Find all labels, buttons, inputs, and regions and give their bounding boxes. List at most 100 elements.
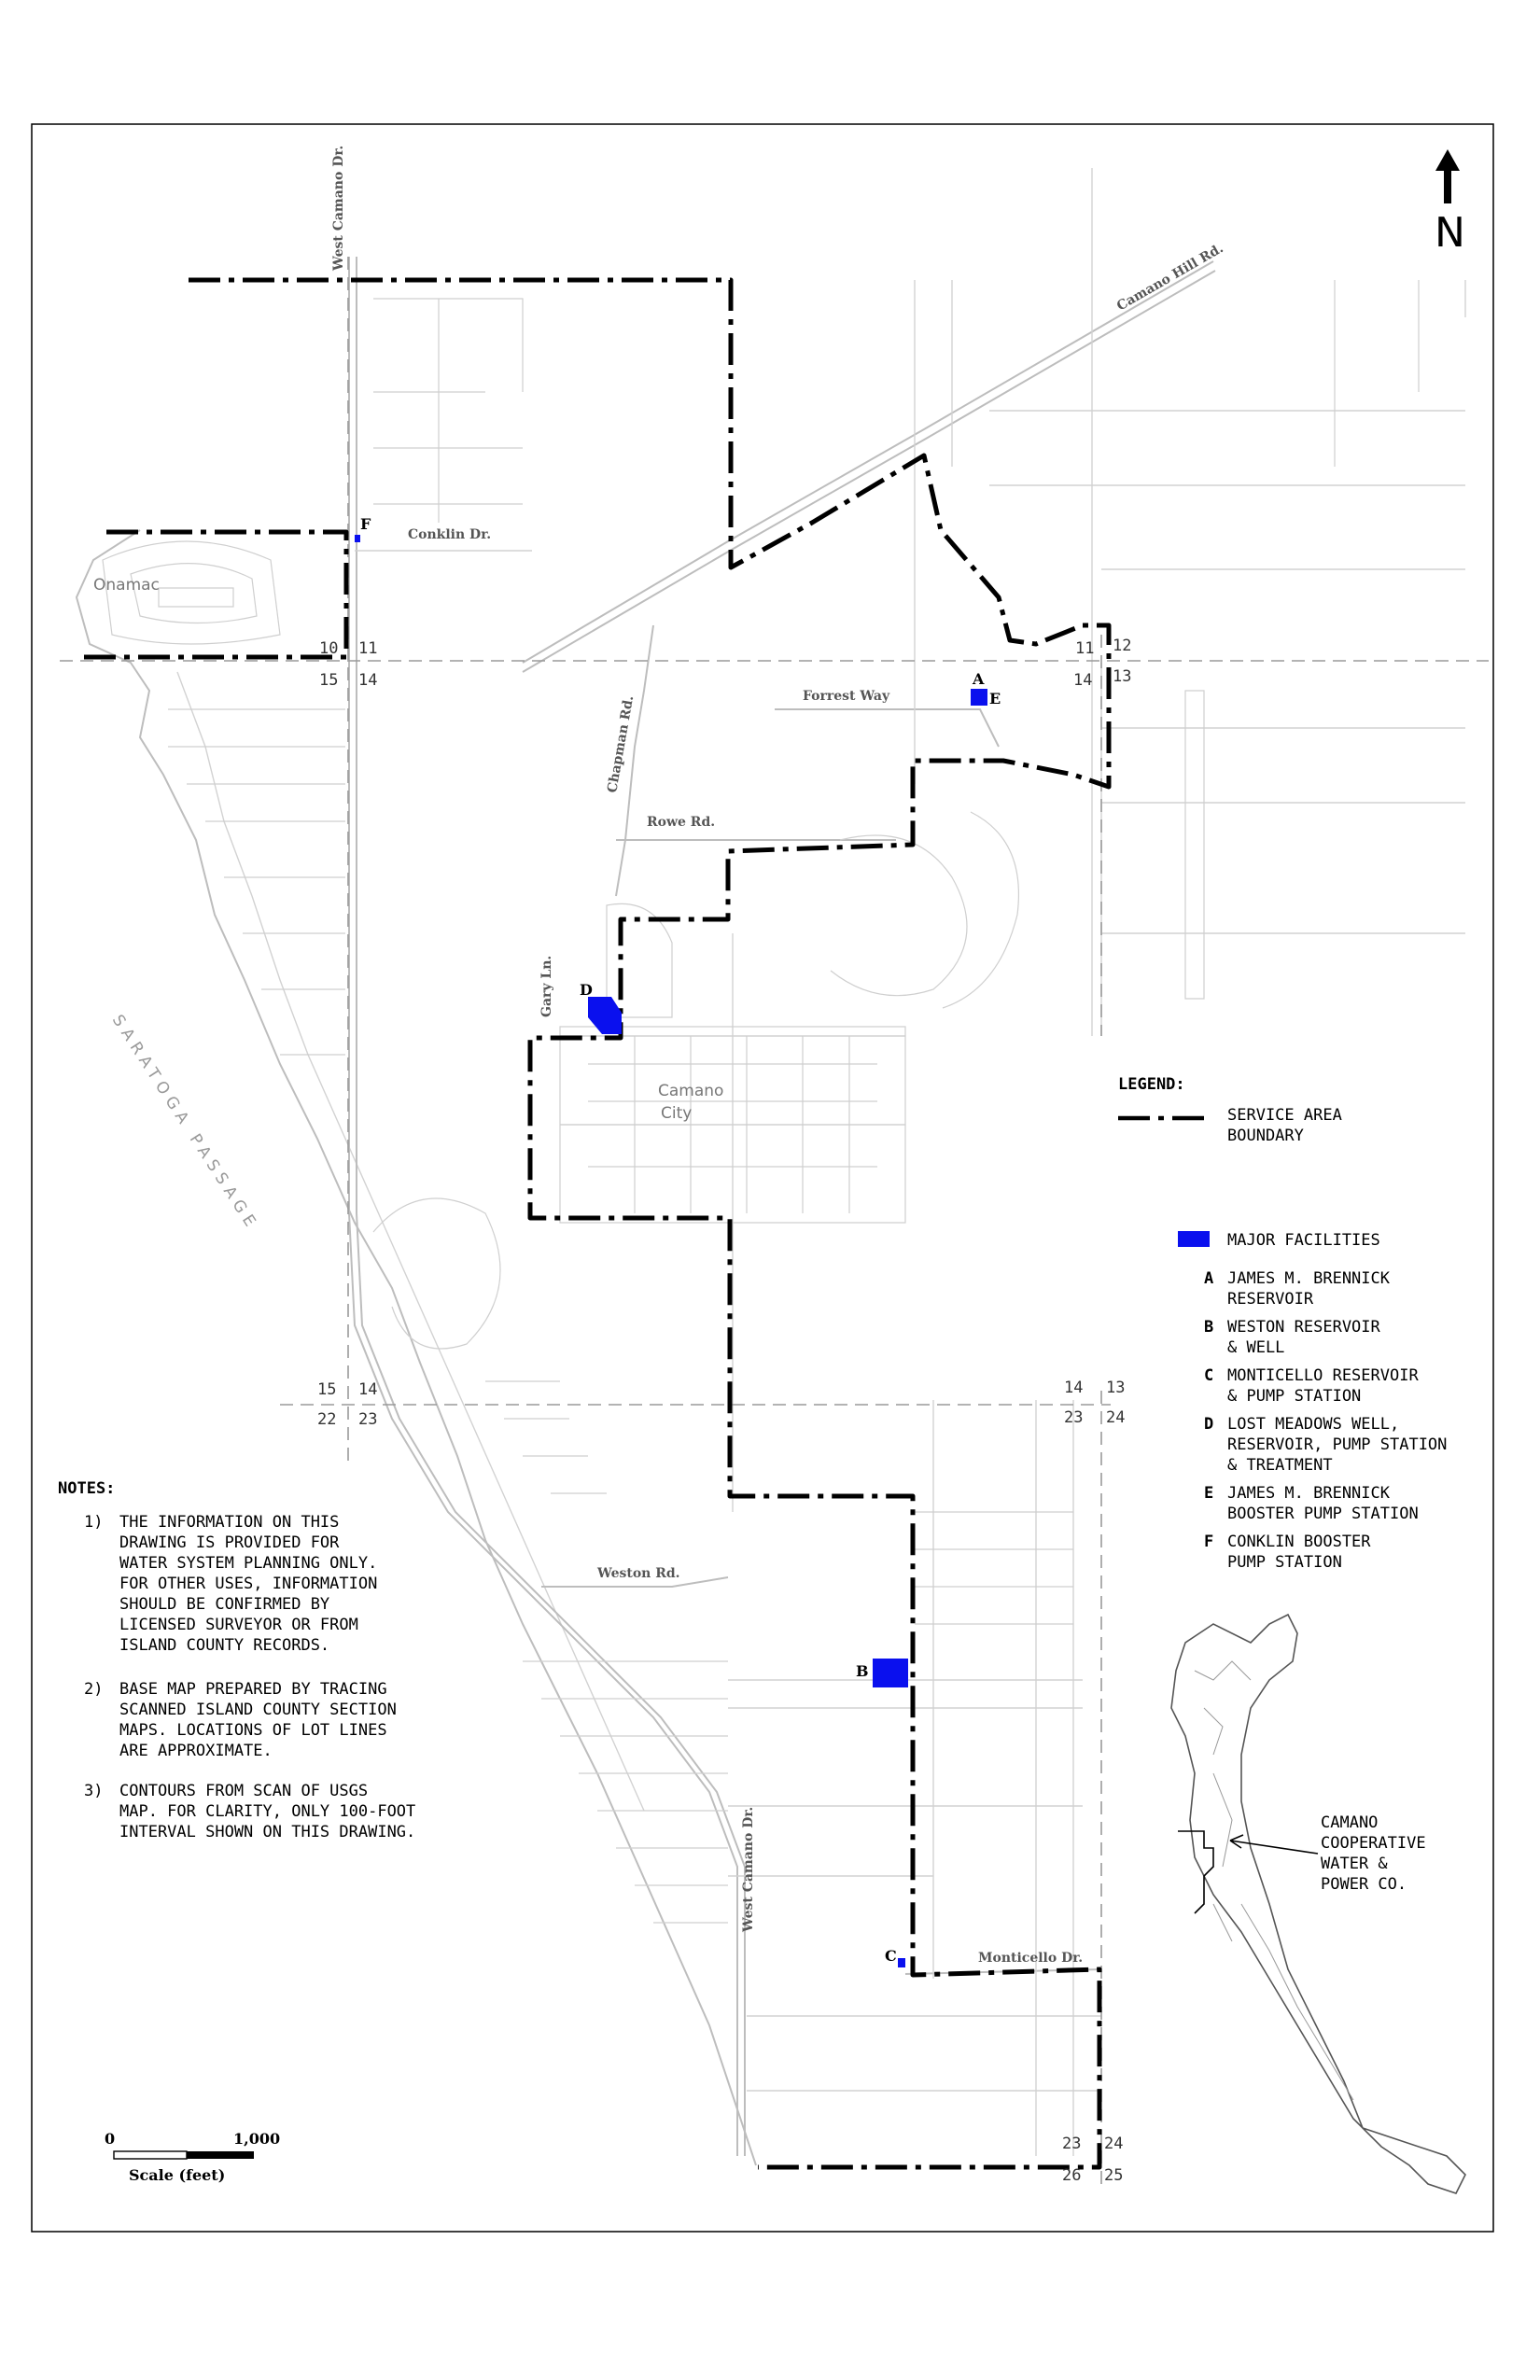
legend-item-letter: D <box>1204 1415 1213 1434</box>
legend-facility-swatch <box>1178 1231 1210 1247</box>
coastline <box>75 529 757 2166</box>
legend-item-letter: A <box>1204 1269 1213 1288</box>
facility-c-marker[interactable] <box>898 1958 905 1967</box>
legend-item-letter: E <box>1204 1484 1213 1503</box>
boundary-northwest <box>80 529 349 660</box>
subdivision-lots <box>1334 280 1420 467</box>
subdivision-lots <box>830 834 968 997</box>
note-text: FOR OTHER USES, INFORMATION <box>119 1575 377 1593</box>
section-number: 15 <box>317 1380 336 1399</box>
onamac-lots <box>158 587 234 608</box>
subdivision-lots <box>1184 690 1205 1000</box>
inset-leader-arrow-icon <box>1229 1834 1319 1855</box>
camano-hill-rd <box>522 260 1214 664</box>
legend-item-text: JAMES M. BRENNICK <box>1227 1484 1391 1503</box>
section-numbers: 10 11 15 14 11 12 14 13 15 14 22 23 14 1… <box>317 637 1131 2185</box>
section-number: 13 <box>1113 667 1131 686</box>
place-label-onamac: Onamac <box>93 576 160 595</box>
subdivision-lots <box>559 1026 906 1224</box>
section-number: 22 <box>317 1410 336 1429</box>
facility-b-marker[interactable] <box>873 1659 908 1687</box>
legend-item-text: JAMES M. BRENNICK <box>1227 1269 1391 1288</box>
camano-hill-rd-parallel <box>522 270 1216 673</box>
subdivision-lots <box>485 1380 607 1494</box>
legend-item: A JAMES M. BRENNICK RESERVOIR <box>1204 1269 1391 1309</box>
note-text: ARE APPROXIMATE. <box>119 1742 273 1760</box>
section-number: 23 <box>358 1410 377 1429</box>
place-label-saratoga-passage: SARATOGA PASSAGE <box>108 1012 262 1235</box>
legend-item: D LOST MEADOWS WELL, RESERVOIR, PUMP STA… <box>1204 1415 1447 1475</box>
note-text: WATER SYSTEM PLANNING ONLY. <box>119 1554 377 1573</box>
note-text: CONTOURS FROM SCAN OF USGS <box>119 1782 368 1800</box>
scale-zero: 0 <box>105 2130 115 2148</box>
note-text: MAP. FOR CLARITY, ONLY 100-FOOT <box>119 1802 415 1821</box>
road-label-camano-hill: Camano Hill Rd. <box>1114 241 1226 314</box>
place-labels: Onamac Camano City SARATOGA PASSAGE <box>93 576 723 1235</box>
notes-title: NOTES: <box>58 1479 115 1498</box>
legend-item: C MONTICELLO RESERVOIR & PUMP STATION <box>1204 1366 1419 1406</box>
inset-label: CAMANO <box>1321 1813 1378 1832</box>
note-text: LICENSED SURVEYOR OR FROM <box>119 1616 358 1634</box>
legend-item-text: RESERVOIR, PUMP STATION <box>1227 1435 1447 1454</box>
note-text: SHOULD BE CONFIRMED BY <box>119 1595 329 1614</box>
inset-island-outline <box>1170 1613 1466 2194</box>
note-number: 1) <box>84 1513 103 1532</box>
scale-bar-dark <box>187 2151 254 2159</box>
legend-item: E JAMES M. BRENNICK BOOSTER PUMP STATION <box>1204 1484 1419 1523</box>
section-number: 12 <box>1113 637 1131 655</box>
legend-item-letter: B <box>1204 1318 1213 1337</box>
facility-c-label: C <box>885 1947 897 1965</box>
facility-f-label: F <box>360 515 371 533</box>
road-label-monticello: Monticello Dr. <box>978 1951 1083 1966</box>
legend-item-letter: C <box>1204 1366 1213 1385</box>
section-number: 23 <box>1064 1408 1083 1427</box>
road-label-forrest-way: Forrest Way <box>803 689 890 704</box>
facility-a-marker[interactable] <box>971 689 987 706</box>
note-text: THE INFORMATION ON THIS <box>119 1513 339 1532</box>
road-label-west-camano-bottom: West Camano Dr. <box>741 1807 756 1933</box>
west-camano-dr-parallel <box>356 257 746 2156</box>
boundary-main <box>189 277 1112 2170</box>
legend-item-letter: F <box>1204 1533 1213 1551</box>
legend-item-text: & WELL <box>1227 1338 1284 1357</box>
inset-service-area-outline <box>1178 1830 1214 1914</box>
section-number: 14 <box>358 671 377 690</box>
facility-d-marker[interactable] <box>588 997 622 1034</box>
legend-facilities-label: MAJOR FACILITIES <box>1227 1231 1380 1250</box>
note-text: DRAWING IS PROVIDED FOR <box>119 1533 340 1552</box>
facilities: A E B C D F <box>355 515 1001 1967</box>
inset-map: CAMANO COOPERATIVE WATER & POWER CO. <box>1170 1613 1466 2194</box>
onamac-lots <box>130 563 258 624</box>
section-number: 14 <box>1064 1379 1083 1397</box>
place-label-camano: Camano <box>658 1082 723 1100</box>
section-number: 13 <box>1106 1379 1125 1397</box>
facility-e-label: E <box>989 690 1001 707</box>
inset-label: COOPERATIVE <box>1321 1834 1426 1853</box>
section-number: 15 <box>319 671 338 690</box>
section-number: 11 <box>358 639 377 658</box>
section-number: 14 <box>358 1380 377 1399</box>
legend-item: B WESTON RESERVOIR & WELL <box>1204 1318 1381 1357</box>
road-label-west-camano-top: West Camano Dr. <box>331 146 346 272</box>
scale-bar: 0 1,000 Scale (feet) <box>105 2130 280 2184</box>
sheet-border <box>31 123 1494 2233</box>
road-label-conklin: Conklin Dr. <box>408 527 491 542</box>
section-number: 14 <box>1073 671 1092 690</box>
section-number: 24 <box>1106 1408 1125 1427</box>
legend-boundary-line1: SERVICE AREA <box>1227 1106 1342 1125</box>
inset-label: POWER CO. <box>1321 1875 1407 1894</box>
chapman-rd <box>615 624 654 897</box>
notes: NOTES: 1) THE INFORMATION ON THIS DRAWIN… <box>58 1479 415 1841</box>
note-text: MAPS. LOCATIONS OF LOT LINES <box>119 1721 387 1740</box>
weston-rd-road <box>541 1576 729 1588</box>
legend-item-text: & PUMP STATION <box>1227 1387 1361 1406</box>
scale-max: 1,000 <box>233 2130 280 2148</box>
service-area-boundary <box>80 277 1112 2170</box>
facility-f-marker[interactable] <box>355 535 360 542</box>
base-map <box>75 168 1466 2166</box>
legend-item-text: RESERVOIR <box>1227 1290 1314 1309</box>
forrest-way-road <box>775 708 1000 748</box>
legend-item-text: LOST MEADOWS WELL, <box>1227 1415 1399 1434</box>
section-number: 10 <box>319 639 338 658</box>
